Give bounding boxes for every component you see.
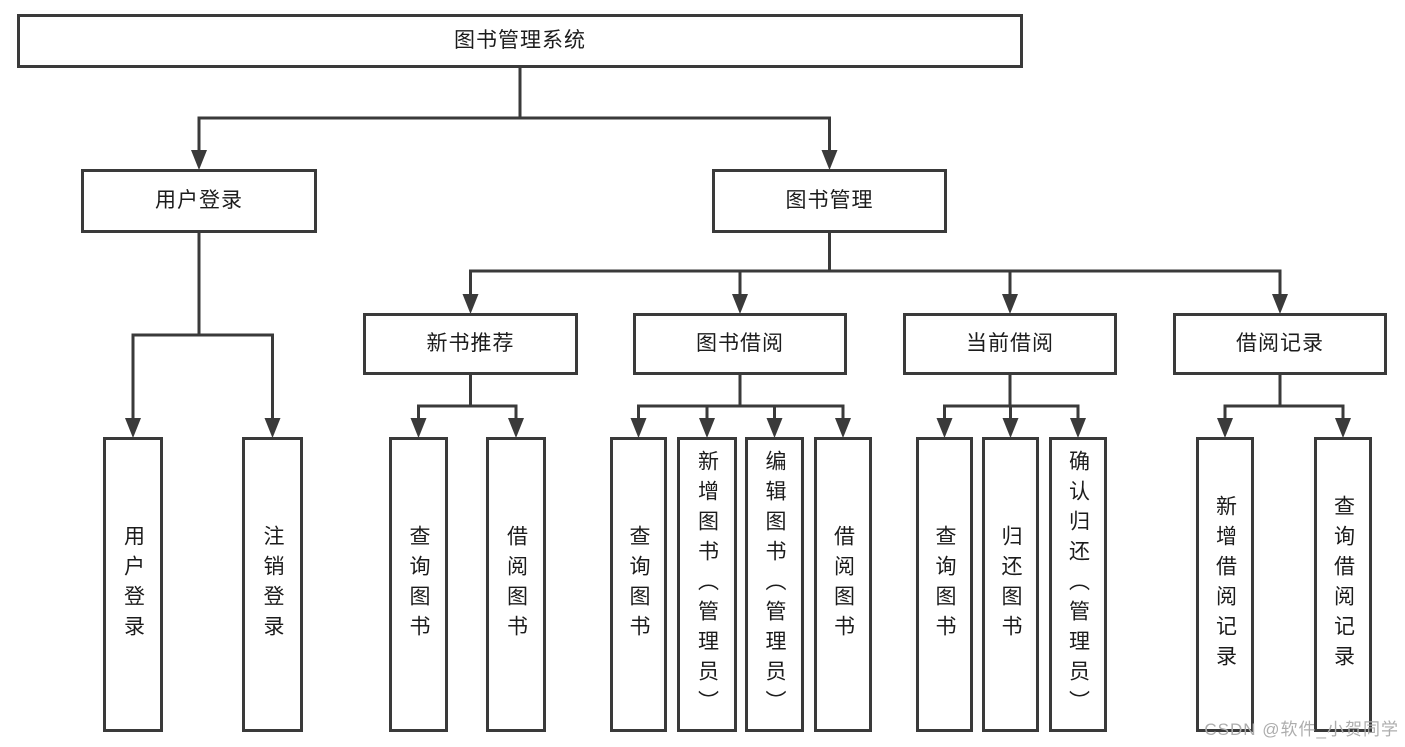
arrowhead-icon (821, 150, 838, 170)
arrowhead-icon (1070, 418, 1086, 438)
node-current-borrowing: 当前借阅 (903, 313, 1117, 375)
node-label: 用户登录 (121, 524, 145, 645)
arrowhead-icon (264, 418, 281, 438)
node-add-borrow-record: 新增借阅记录 (1196, 437, 1254, 732)
node-label: 查询图书 (933, 524, 956, 645)
node-confirm-return-admin: 确认归还（管理员） (1049, 437, 1107, 732)
arrowhead-icon (508, 418, 524, 438)
node-add-books-admin: 新增图书（管理员） (677, 437, 737, 732)
node-user-login-leaf: 用户登录 (103, 437, 163, 732)
arrowhead-icon (1217, 418, 1233, 438)
node-book-borrowing: 图书借阅 (633, 313, 847, 375)
node-label: 查询图书 (407, 524, 430, 645)
node-label: 查询图书 (627, 524, 650, 645)
arrowhead-icon (462, 294, 479, 314)
arrowhead-icon (191, 150, 207, 170)
arrowhead-icon (936, 418, 953, 438)
node-user-login: 用户登录 (81, 169, 317, 233)
node-label: 借阅记录 (1236, 332, 1324, 356)
node-label: 编辑图书（管理员） (763, 449, 786, 720)
node-borrowing-records: 借阅记录 (1173, 313, 1387, 375)
arrowhead-icon (766, 418, 783, 438)
arrowhead-icon (1002, 418, 1019, 438)
node-label: 图书管理 (785, 189, 874, 213)
arrowhead-icon (1335, 418, 1351, 438)
node-new-book-recommendation: 新书推荐 (363, 313, 578, 375)
node-label: 图书借阅 (696, 332, 784, 356)
node-query-books-2: 查询图书 (610, 437, 667, 732)
arrowhead-icon (1002, 294, 1018, 314)
node-return-books: 归还图书 (982, 437, 1039, 732)
node-label: 新增借阅记录 (1213, 494, 1237, 675)
arrowhead-icon (699, 418, 715, 438)
node-library-management-system: 图书管理系统 (17, 14, 1023, 68)
node-label: 注销登录 (261, 524, 284, 645)
node-label: 新增图书（管理员） (695, 449, 719, 720)
node-query-books-1: 查询图书 (389, 437, 448, 732)
node-book-management: 图书管理 (712, 169, 947, 233)
node-label: 图书管理系统 (454, 29, 586, 53)
watermark: CSDN @软件_小贺同学 (1204, 720, 1399, 739)
node-label: 当前借阅 (966, 332, 1054, 356)
arrowhead-icon (125, 418, 141, 438)
node-label: 借阅图书 (831, 524, 855, 645)
node-query-borrow-record: 查询借阅记录 (1314, 437, 1372, 732)
node-borrow-books-1: 借阅图书 (486, 437, 546, 732)
node-borrow-books-2: 借阅图书 (814, 437, 872, 732)
node-edit-books-admin: 编辑图书（管理员） (745, 437, 804, 732)
node-logout: 注销登录 (242, 437, 303, 732)
arrowhead-icon (1272, 294, 1288, 314)
node-label: 用户登录 (155, 189, 243, 213)
node-label: 借阅图书 (504, 524, 528, 645)
arrowhead-icon (410, 418, 427, 438)
arrowhead-icon (835, 418, 851, 438)
arrowhead-icon (630, 418, 647, 438)
node-label: 确认归还（管理员） (1066, 449, 1090, 720)
arrowhead-icon (732, 294, 748, 314)
node-query-books-3: 查询图书 (916, 437, 973, 732)
node-label: 新书推荐 (426, 332, 515, 356)
node-label: 归还图书 (999, 524, 1022, 645)
node-label: 查询借阅记录 (1331, 494, 1355, 675)
